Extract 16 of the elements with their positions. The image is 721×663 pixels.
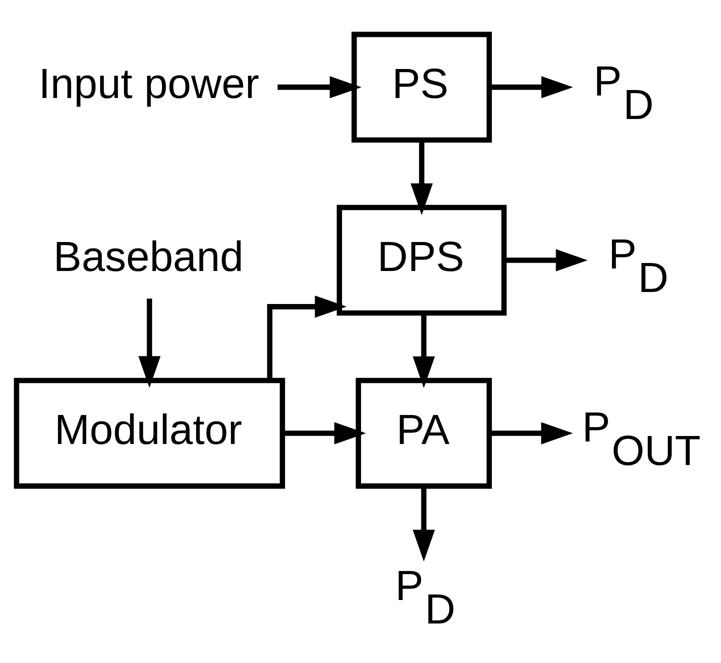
node-box: PA [356, 377, 492, 488]
node-box: PS [352, 31, 492, 142]
arrow [412, 312, 435, 388]
node-text: Baseband [53, 232, 244, 280]
arrow [504, 248, 588, 271]
node-box: DPS [336, 204, 507, 316]
arrow [490, 76, 574, 98]
arrow [278, 76, 362, 98]
arrow [282, 422, 366, 444]
node-text: Input power [38, 59, 260, 106]
arrow [410, 140, 433, 215]
arrow [412, 486, 435, 562]
arrow [138, 298, 161, 388]
arrow [267, 295, 347, 380]
arrow [489, 422, 573, 444]
node-box: Modulator [14, 377, 286, 488]
